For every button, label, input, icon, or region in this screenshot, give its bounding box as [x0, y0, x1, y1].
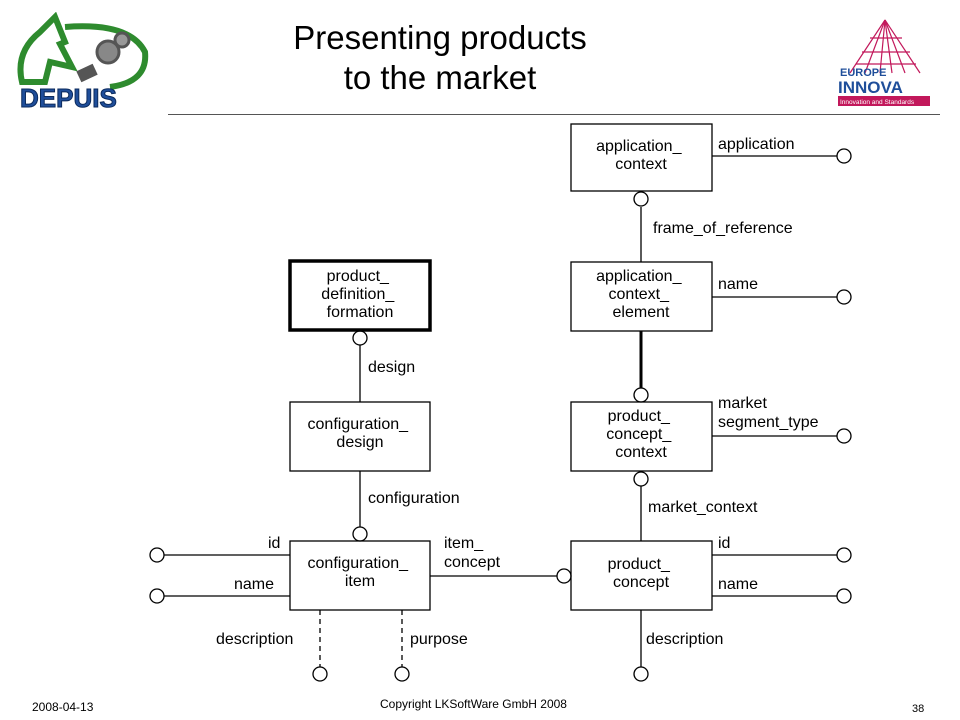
innova-text: INNOVA: [838, 78, 903, 97]
label-configuration-design: configuration_ design: [308, 416, 413, 451]
rel-label-name-ace: name: [718, 276, 758, 293]
rel-pc-id-end: [836, 547, 852, 563]
rel-name-ace-end: [836, 289, 852, 305]
page-number: 38: [912, 703, 925, 715]
entity-application-context: [570, 123, 713, 192]
rel-label-design: design: [368, 359, 415, 376]
label-application-context: application_ context: [596, 138, 686, 173]
rel-label-market: market: [718, 395, 767, 412]
rel-item-concept-end: [556, 568, 572, 584]
rel-ace-to-pcc-end: [633, 387, 649, 403]
rel-label-ci-id: id: [268, 535, 280, 552]
rel-label-ci-purpose: purpose: [410, 631, 468, 648]
title-divider: [168, 114, 940, 115]
rel-pc-description-end: [633, 666, 649, 682]
rel-design-end: [352, 330, 368, 346]
europe-innova-logo: EUROPE INNOVA Innovation and Standards: [838, 19, 930, 106]
rel-pc-name-end: [836, 588, 852, 604]
rel-application-end: [836, 148, 852, 164]
rel-label-pc-name: name: [718, 576, 758, 593]
europe-text: EUROPE: [840, 67, 886, 79]
label-product-definition-formation: product_ definition_ formation: [321, 268, 398, 321]
rel-ci-purpose-end: [394, 666, 410, 682]
label-application-context-element: application_ context_ element: [596, 268, 686, 321]
rel-label-ci-name: name: [234, 576, 274, 593]
title-line-2: to the market: [343, 59, 537, 96]
title-line-1: Presenting products: [293, 19, 587, 56]
label-product-concept: product_ concept: [608, 556, 675, 591]
rel-label-configuration: configuration: [368, 490, 460, 507]
rel-label-segment-type: segment_type: [718, 414, 819, 431]
rel-label-item-concept-1: item_: [444, 535, 484, 552]
label-product-concept-context: product_ concept_ context: [606, 408, 675, 461]
rel-label-application: application: [718, 136, 795, 153]
rel-ci-id-end: [149, 547, 165, 563]
entity-product-definition-formation: [288, 259, 432, 332]
innova-bar: [838, 96, 930, 106]
footer-copyright: Copyright LKSoftWare GmbH 2008: [380, 697, 567, 711]
innova-tagline: Innovation and Standards: [840, 99, 915, 106]
page-title: Presenting products to the market: [200, 18, 680, 98]
rel-frame-of-reference-end: [633, 191, 649, 207]
rel-label-pc-description: description: [646, 631, 723, 648]
rel-market-segment-end: [836, 428, 852, 444]
footer-date: 2008-04-13: [32, 700, 94, 714]
depuis-logo: DEPUIS: [17, 12, 149, 112]
rel-configuration-end: [352, 526, 368, 542]
rel-label-frame-of-reference: frame_of_reference: [653, 220, 793, 237]
rel-ci-name-end: [149, 588, 165, 604]
rel-ci-description-end: [312, 666, 328, 682]
depuis-logo-text: DEPUIS: [20, 83, 117, 112]
label-configuration-item: configuration_ item: [308, 555, 413, 590]
rel-market-context-end: [633, 471, 649, 487]
rel-label-item-concept-2: concept: [444, 554, 501, 571]
rel-label-market-context: market_context: [648, 499, 758, 516]
rel-label-pc-id: id: [718, 535, 730, 552]
rel-label-ci-description: description: [216, 631, 293, 648]
